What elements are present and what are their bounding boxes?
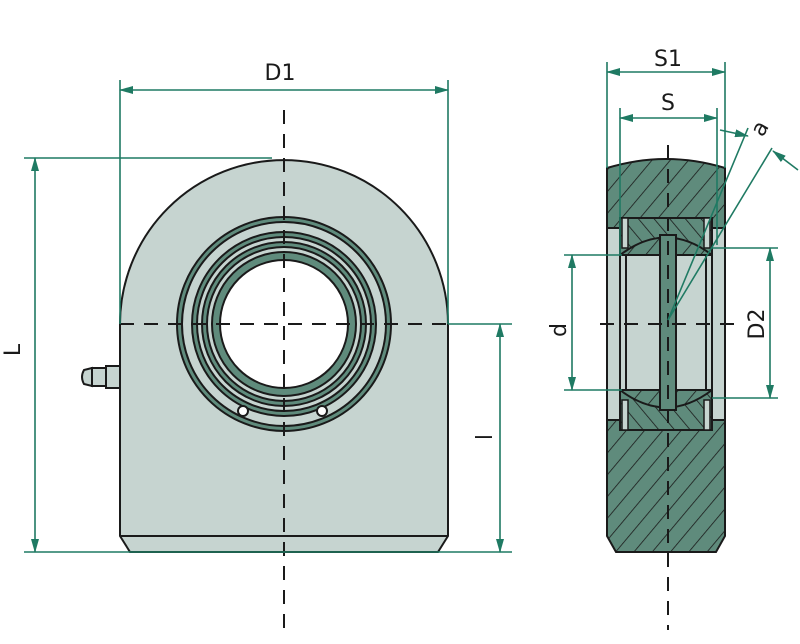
label-S1: S1 [654, 47, 682, 72]
label-S: S [661, 91, 675, 116]
grease-nipple [81, 365, 121, 389]
front-dimensions: D1 L l [1, 61, 512, 553]
label-D2: D2 [745, 309, 770, 340]
label-D1: D1 [265, 61, 296, 86]
label-L: L [1, 343, 26, 356]
bearing-rings [176, 216, 392, 432]
front-view [81, 110, 449, 630]
label-l: l [473, 434, 498, 440]
label-d: d [547, 323, 572, 337]
label-a: a [746, 117, 774, 141]
side-section-view [600, 145, 735, 630]
